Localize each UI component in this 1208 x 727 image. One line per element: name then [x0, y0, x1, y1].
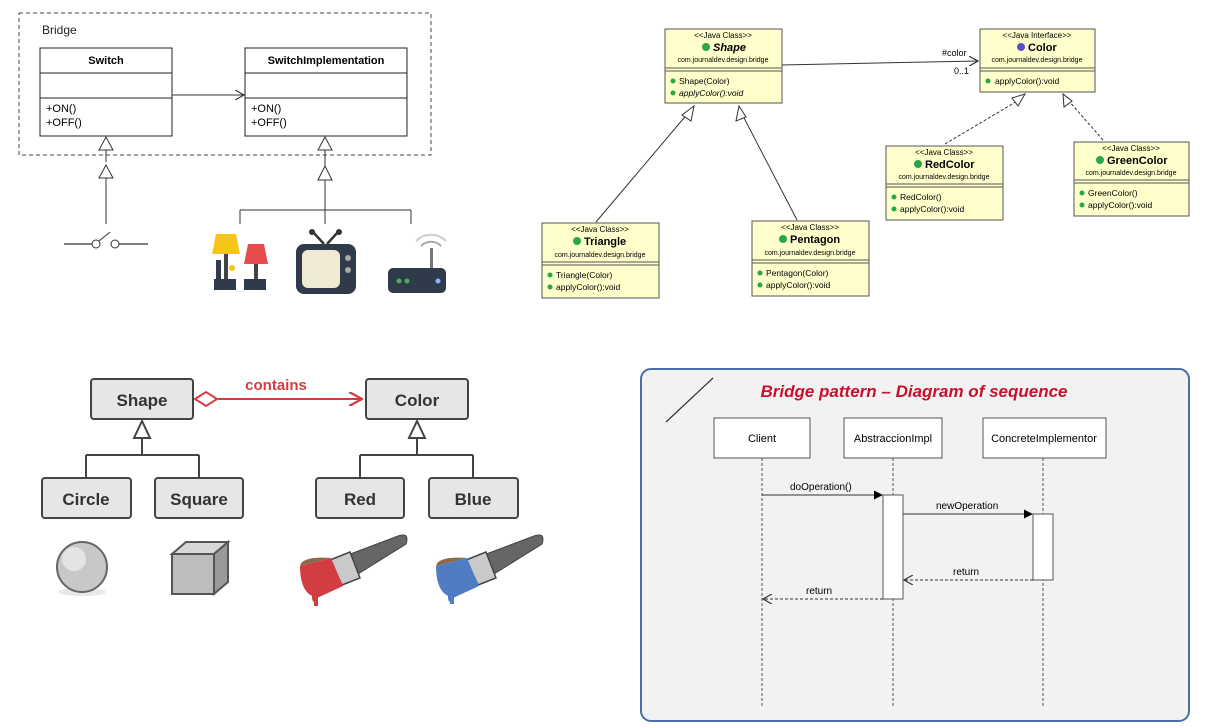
svg-text:applyColor():void: applyColor():void: [556, 282, 621, 292]
red-box: Red: [315, 477, 405, 519]
svg-text:RedColor(): RedColor(): [900, 192, 942, 202]
switch-op: +ON(): [46, 103, 76, 115]
participant-client: Client: [713, 417, 811, 459]
svg-text:com.journaldev.design.bridge: com.journaldev.design.bridge: [555, 252, 646, 259]
switch-class: Switch +ON() +OFF(): [39, 47, 173, 137]
triangle-class-name: Triangle: [584, 236, 626, 248]
participant-concreteimplementor: ConcreteImplementor: [982, 417, 1107, 459]
svg-text:return: return: [953, 567, 979, 578]
svg-text:<<Java Interface>>: <<Java Interface>>: [1003, 31, 1072, 40]
color-generalization-triangle: [407, 418, 427, 439]
router-icon: [388, 233, 447, 293]
svg-text:AbstraccionImpl: AbstraccionImpl: [854, 433, 932, 445]
svg-text:ConcreteImplementor: ConcreteImplementor: [991, 433, 1097, 445]
shape-class-name: Shape: [713, 42, 746, 54]
circle-box: Circle: [41, 477, 132, 519]
svg-text:doOperation(): doOperation(): [790, 482, 852, 493]
contains-label: contains: [245, 377, 307, 394]
greencolor-class-name: GreenColor: [1107, 155, 1168, 167]
bridge-boundary: [18, 12, 432, 156]
svg-text:applyColor():void: applyColor():void: [679, 88, 744, 98]
svg-text:com.journaldev.design.bridge: com.journaldev.design.bridge: [899, 174, 990, 181]
svg-text:com.journaldev.design.bridge: com.journaldev.design.bridge: [678, 57, 769, 64]
svg-text:Client: Client: [748, 433, 776, 445]
switch-symbol-icon: [64, 231, 148, 249]
svg-text:<<Java Class>>: <<Java Class>>: [571, 225, 629, 234]
participant-abstraccionimpl: AbstraccionImpl: [843, 417, 943, 459]
lamps-icon: [212, 234, 268, 290]
svg-text:Blue: Blue: [455, 490, 492, 509]
impl-inheritance-arrow: [317, 135, 333, 151]
switch-op: +OFF(): [46, 117, 82, 129]
svg-text:applyColor():void: applyColor():void: [766, 280, 831, 290]
svg-text:<<Java Class>>: <<Java Class>>: [1102, 144, 1160, 153]
svg-text:<<Java Class>>: <<Java Class>>: [781, 223, 839, 232]
aggregation-diamond: [193, 390, 219, 408]
svg-text:Circle: Circle: [62, 490, 109, 509]
svg-text:com.journaldev.design.bridge: com.journaldev.design.bridge: [992, 57, 1083, 64]
frame-corner-line: [665, 377, 714, 423]
triangle-generalization: [595, 111, 690, 223]
svg-text:applyColor():void: applyColor():void: [1088, 200, 1153, 210]
color-association-arrow: [780, 61, 978, 65]
impl-generalization-triangle: [317, 164, 333, 181]
svg-text:<<Java Class>>: <<Java Class>>: [694, 31, 752, 40]
java-uml-diagram: #color 0..1 <<Java Class>> Shape com.jou…: [541, 28, 1190, 299]
svg-text:return: return: [806, 586, 832, 597]
greencolor-realization: [1067, 99, 1104, 141]
switch-generalization-triangle: [98, 163, 114, 179]
greencolor-class: <<Java Class>> GreenColor com.journaldev…: [1073, 141, 1190, 217]
cube-icon: [169, 539, 231, 597]
shape-class: <<Java Class>> Shape com.journaldev.desi…: [664, 28, 783, 104]
implementor-activation: [1032, 513, 1054, 581]
switch-implementation-class: SwitchImplementation +ON() +OFF(): [244, 47, 408, 137]
svg-text:Square: Square: [170, 490, 228, 509]
redcolor-class: <<Java Class>> RedColor com.journaldev.d…: [885, 145, 1004, 221]
impl-op: +OFF(): [251, 117, 287, 129]
association-role: #color: [942, 48, 967, 58]
svg-text:applyColor():void: applyColor():void: [995, 76, 1060, 86]
redcolor-class-name: RedColor: [925, 159, 975, 171]
shape-generalization-triangle: [132, 418, 152, 439]
color-interface-name: Color: [1028, 42, 1057, 54]
svg-text:Red: Red: [344, 490, 376, 509]
svg-text:newOperation: newOperation: [936, 501, 998, 512]
sequence-diagram: Bridge pattern – Diagram of sequence Cli…: [640, 368, 1190, 722]
svg-text:Color: Color: [395, 391, 440, 410]
svg-text:Shape(Color): Shape(Color): [679, 76, 730, 86]
svg-text:Pentagon(Color): Pentagon(Color): [766, 268, 829, 278]
abstraccion-activation: [882, 494, 904, 600]
switch-bridge-diagram: Bridge Switch +ON() +OFF() SwitchImpleme…: [18, 12, 447, 294]
switch-inheritance-arrow: [98, 135, 114, 151]
shape-box: Shape: [90, 378, 194, 420]
association-multiplicity: 0..1: [954, 66, 969, 76]
svg-text:applyColor():void: applyColor():void: [900, 204, 965, 214]
svg-text:Triangle(Color): Triangle(Color): [556, 270, 613, 280]
svg-text:GreenColor(): GreenColor(): [1088, 188, 1138, 198]
triangle-class: <<Java Class>> Triangle com.journaldev.d…: [541, 222, 660, 299]
color-interface: <<Java Interface>> Color com.journaldev.…: [979, 28, 1096, 93]
red-paintbrush-icon: [300, 534, 408, 606]
pentagon-class: <<Java Class>> Pentagon com.journaldev.d…: [751, 220, 870, 297]
square-box: Square: [154, 477, 244, 519]
bridge-title: Bridge: [42, 23, 77, 37]
svg-text:<<Java Class>>: <<Java Class>>: [915, 148, 973, 157]
pentagon-generalization: [741, 113, 798, 221]
impl-class-name: SwitchImplementation: [268, 55, 385, 67]
sequence-title: Bridge pattern – Diagram of sequence: [760, 382, 1067, 401]
svg-text:com.journaldev.design.bridge: com.journaldev.design.bridge: [765, 250, 856, 257]
color-box: Color: [365, 378, 469, 420]
blue-paintbrush-icon: [436, 534, 544, 604]
tv-icon: [296, 229, 356, 294]
redcolor-realization: [944, 99, 1020, 145]
blue-box: Blue: [428, 477, 519, 519]
impl-op: +ON(): [251, 103, 281, 115]
pentagon-class-name: Pentagon: [790, 234, 840, 246]
shape-color-illustration: contains Shape Color Circle Square: [41, 377, 544, 606]
sphere-icon: [56, 541, 108, 596]
svg-text:Shape: Shape: [116, 391, 167, 410]
svg-text:com.journaldev.design.bridge: com.journaldev.design.bridge: [1086, 170, 1177, 177]
switch-class-name: Switch: [88, 55, 124, 67]
